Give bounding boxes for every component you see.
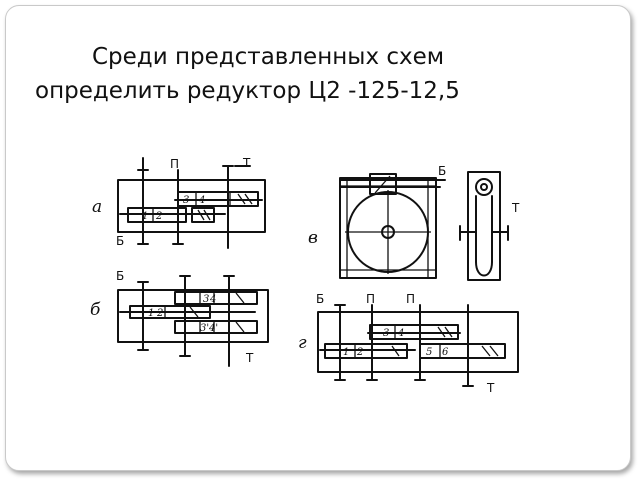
scheme-b-gear-4prime: 4' xyxy=(208,323,218,334)
scheme-b-gear-pair-34-bottom xyxy=(174,320,258,334)
scheme-a-gear-1: 1 xyxy=(142,211,148,222)
scheme-v-side-view xyxy=(467,171,501,281)
scheme-b-gear-pair-34-top xyxy=(174,291,258,305)
scheme-a-shaft-P: П xyxy=(170,157,179,171)
scheme-b-variant-label: б xyxy=(90,300,101,320)
scheme-v: в Б Т xyxy=(308,164,520,281)
scheme-a: а 1 2 3 4 П Т Б xyxy=(92,156,266,249)
scheme-g-gear-pair-34 xyxy=(369,324,459,340)
scheme-g-shaft-T: Т xyxy=(486,381,495,395)
scheme-v-shaft-T: Т xyxy=(511,201,520,215)
scheme-g-gear-pair-12 xyxy=(324,343,408,359)
scheme-g-gear-6: 6 xyxy=(442,347,449,358)
scheme-b-gear-3: 3 xyxy=(203,294,209,305)
scheme-b-gear-pair-12 xyxy=(129,305,211,319)
scheme-a-gear-4: 4 xyxy=(198,195,205,206)
scheme-g-gear-5: 5 xyxy=(426,347,432,358)
scheme-a-shaft-B: Б xyxy=(116,234,124,248)
scheme-b-gear-4: 4 xyxy=(209,294,216,305)
scheme-b-housing xyxy=(117,289,269,343)
scheme-g-gear-3: 3 xyxy=(383,328,389,339)
scheme-v-housing xyxy=(339,177,437,279)
slide-title: Среди представленных схем определить ред… xyxy=(20,40,580,108)
scheme-a-housing xyxy=(117,179,266,233)
scheme-g-shaft-P1: П xyxy=(366,292,375,306)
slide xyxy=(5,5,631,471)
scheme-b-gear-3prime: 3' xyxy=(200,323,209,334)
scheme-b-shaft-B: Б xyxy=(116,269,124,283)
scheme-b-gear-1: 1 xyxy=(148,308,154,319)
scheme-a-gear-3: 3 xyxy=(183,195,189,206)
scheme-g-gear-1: 1 xyxy=(343,347,349,358)
scheme-g-housing xyxy=(317,311,519,373)
title-line-2: определить редуктор Ц2 -125-12,5 xyxy=(35,78,460,104)
scheme-v-variant-label: в xyxy=(308,228,318,248)
scheme-a-shaft-T: Т xyxy=(242,156,251,170)
scheme-g-gear-pair-56 xyxy=(419,343,506,359)
scheme-v-shaft-B: Б xyxy=(438,164,446,178)
scheme-g-shaft-B: Б xyxy=(316,292,324,306)
scheme-a-gear-2: 2 xyxy=(155,211,162,222)
scheme-g-gear-2: 2 xyxy=(356,347,363,358)
scheme-v-worm xyxy=(369,173,397,195)
scheme-b: б 1 2 3 4 3' 4' Б Т xyxy=(90,269,269,367)
title-line-1: Среди представленных схем xyxy=(92,44,445,70)
scheme-g: г 1 2 3 4 5 6 Б П П Т xyxy=(298,292,519,395)
scheme-g-variant-label: г xyxy=(298,333,307,353)
scheme-g-gear-4: 4 xyxy=(397,328,404,339)
scheme-g-shaft-P2: П xyxy=(406,292,415,306)
scheme-b-shaft-T: Т xyxy=(245,351,254,365)
scheme-a-variant-label: а xyxy=(92,197,102,217)
scheme-b-gear-2: 2 xyxy=(156,308,163,319)
scheme-a-gear-pair-34 xyxy=(177,191,259,207)
